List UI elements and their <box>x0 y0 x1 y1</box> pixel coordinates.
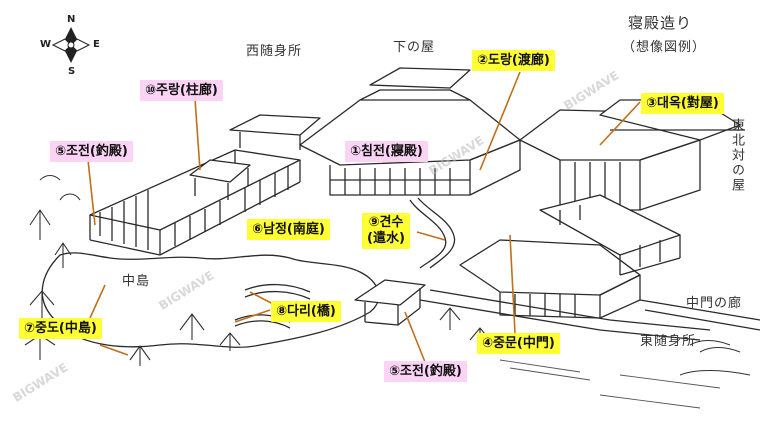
label-gyeonsu-line1: ⑨견수 <box>368 215 404 230</box>
east-wing <box>519 99 745 211</box>
label-gyeonsu-line2: (遣水) <box>367 231 405 246</box>
south-pavilion <box>354 279 426 326</box>
leader-l9 <box>416 231 446 241</box>
pond-outline <box>41 252 380 348</box>
leader-l4 <box>509 234 516 334</box>
label-jojeon-south: ⑤조전(釣殿) <box>384 361 467 382</box>
jp-label-chumon-no-ro: 中門の廊 <box>686 296 743 311</box>
east-corridor <box>419 289 711 341</box>
leader-l5a <box>87 159 96 226</box>
label-jungdo: ⑦중도(中島) <box>19 318 102 339</box>
jp-label-nakajima: 中島 <box>122 274 151 289</box>
east-gallery <box>539 194 681 276</box>
jp-label-nishi-zuishin: 西随身所 <box>246 44 303 59</box>
garden-stream <box>409 199 447 269</box>
title-sub: （想像図例） <box>622 40 707 55</box>
label-chimjeon: ①침전(寢殿) <box>345 141 428 162</box>
leader-l7b <box>99 344 129 356</box>
compass-east: E <box>93 39 100 50</box>
north-buildings <box>229 67 471 150</box>
bridge-1 <box>244 283 311 293</box>
leader-l8b <box>249 291 276 306</box>
compass-west: W <box>40 39 52 50</box>
label-jojeon-west: ⑤조전(釣殿) <box>50 141 133 162</box>
label-jungmun: ④중문(中門) <box>477 333 560 354</box>
leader-l2 <box>479 71 521 171</box>
compass-south: S <box>68 66 76 77</box>
leader-l10 <box>194 98 201 171</box>
jp-label-higashi-kita-tai: 東北対の屋 <box>729 118 744 193</box>
jp-label-shimo-no-ya: 下の屋 <box>393 40 436 55</box>
label-dorang: ②도랑(渡廊) <box>472 50 555 71</box>
label-dari: ⑧다리(橋) <box>271 301 341 322</box>
leader-l7 <box>89 284 106 319</box>
leader-l8a <box>234 309 271 323</box>
west-pavilion <box>189 159 251 200</box>
compass-north: N <box>67 14 76 25</box>
compass-rose <box>51 27 91 63</box>
label-daeok: ③대옥(對屋) <box>641 93 724 114</box>
jp-label-higashi-zuishin: 東随身所 <box>640 334 697 349</box>
leader-l3 <box>599 101 641 146</box>
label-namjeong: ⑥남정(南庭) <box>247 219 330 240</box>
title-main: 寝殿造り <box>628 14 693 32</box>
label-gyeonsu: ⑨견수 (遣水) <box>362 213 410 249</box>
label-jurang: ⑩주랑(柱廊) <box>140 80 223 101</box>
leader-l5b <box>404 311 426 363</box>
